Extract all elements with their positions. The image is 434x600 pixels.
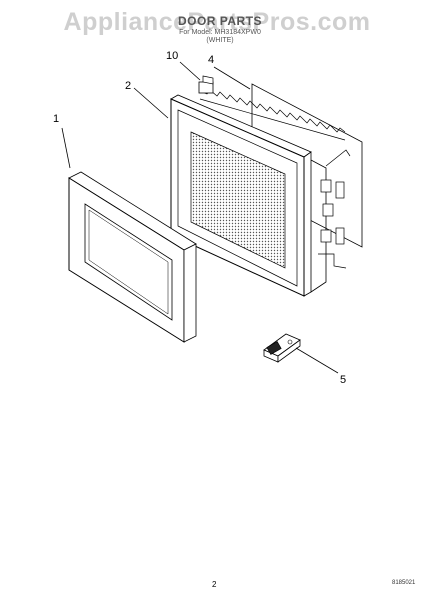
part-2-door-frame-assembly [170, 75, 351, 297]
watermark: AppliancePartsPros.com [63, 8, 371, 36]
part-1-door-outer-frame [68, 171, 197, 343]
part-5-door-latch-bracket [263, 333, 301, 363]
leader-part-1 [61, 127, 71, 169]
leader-part-10 [179, 61, 201, 81]
callout-leader-lines [61, 61, 339, 374]
page-number: 2 [212, 580, 217, 589]
callout-part-1: 1 [53, 113, 60, 125]
callout-part-4: 4 [208, 54, 215, 66]
diagram-title: DOOR PARTS [177, 14, 263, 28]
callout-part-5: 5 [340, 374, 347, 386]
diagram-subtitle-color: (WHITE) [206, 37, 234, 44]
callout-part-10: 10 [166, 50, 179, 62]
callout-part-2: 2 [125, 80, 132, 92]
leader-part-5 [295, 347, 339, 374]
diagram-subtitle: For Model: MH3184XPW0 [179, 29, 261, 36]
leader-part-2 [133, 87, 169, 119]
document-code: 8185021 [392, 580, 416, 586]
leader-part-4 [213, 66, 251, 90]
